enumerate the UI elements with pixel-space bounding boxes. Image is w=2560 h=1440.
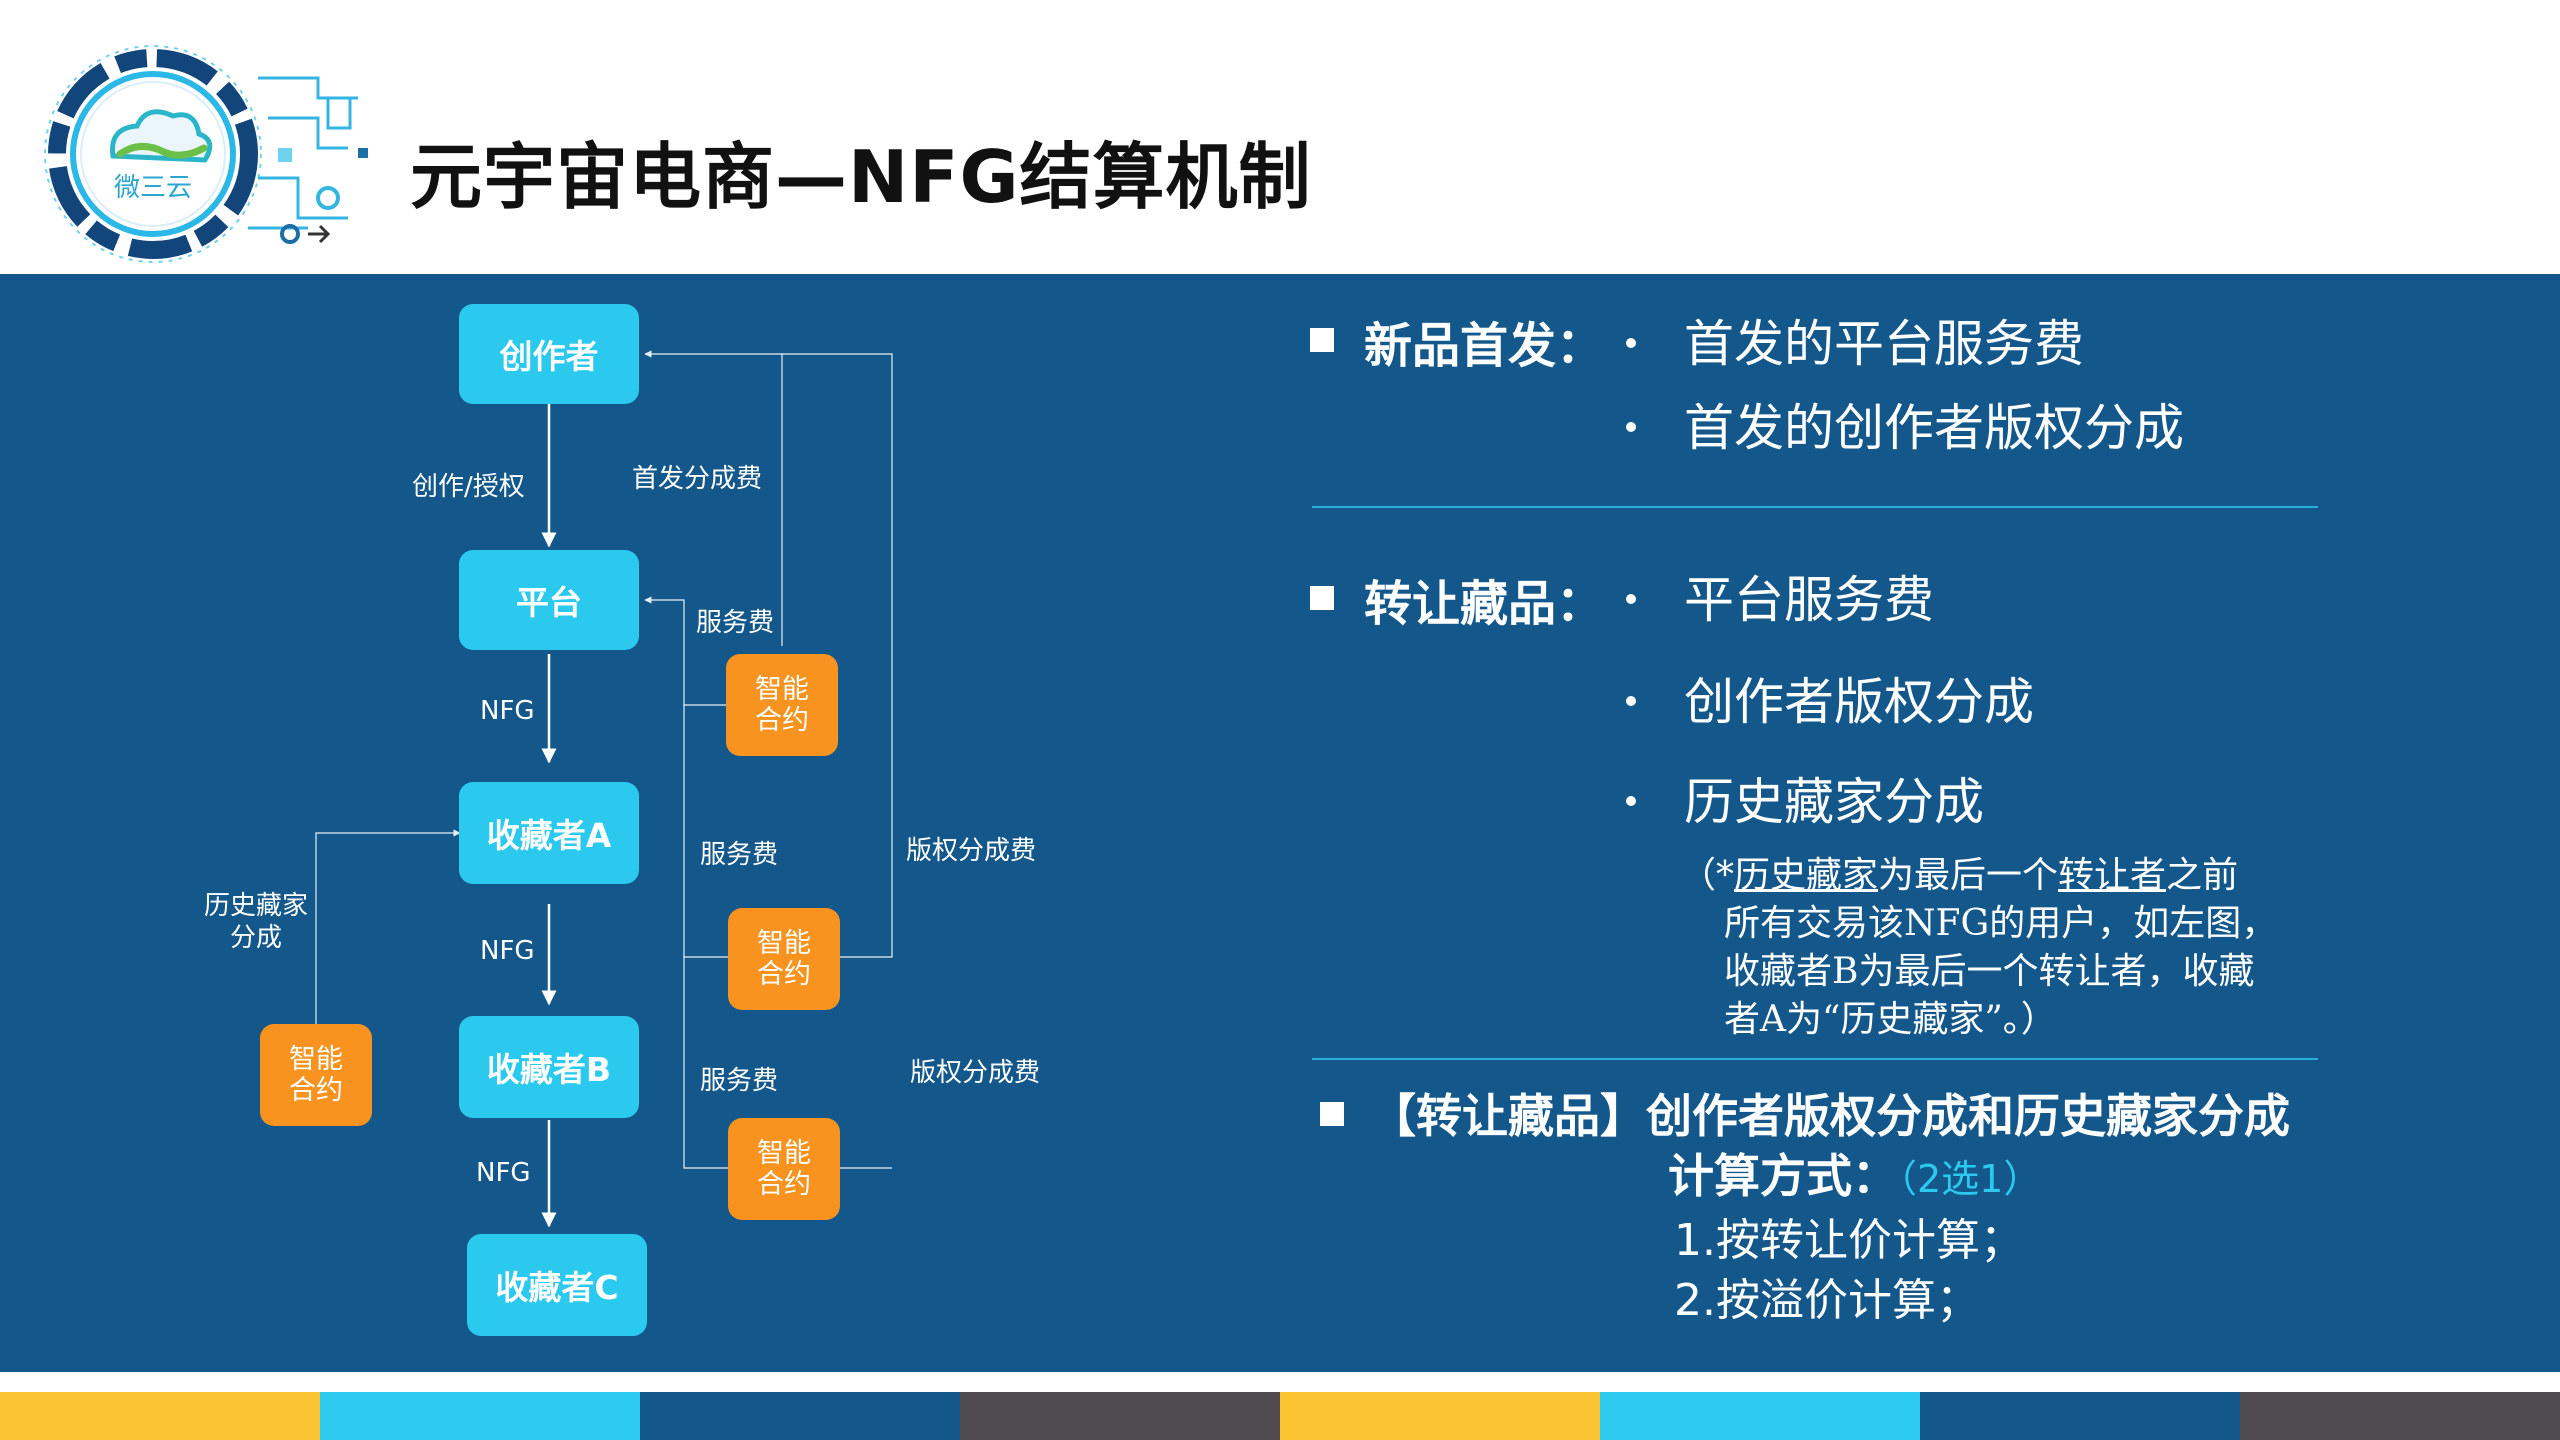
label-service-fee-2: 服务费: [700, 840, 779, 870]
main-panel: 创作者 平台 收藏者A 收藏者B 收藏者C 智能 合约 智能 合约 智能 合约 …: [0, 274, 2560, 1372]
calc-method-1: 1.按转让价计算；: [1674, 1215, 2024, 1266]
label-copyright-fee-1: 版权分成费: [906, 836, 1037, 866]
label-copyright-fee-2: 版权分成费: [910, 1058, 1041, 1088]
label-service-fee-3: 服务费: [700, 1066, 779, 1096]
smart-contract-4: 智能 合约: [260, 1024, 372, 1126]
calc-method-2: 2.按溢价计算；: [1674, 1275, 1980, 1326]
note-line-1: （*历史藏家为最后一个转让者之前: [1680, 852, 2277, 900]
settlement-flow-diagram: 创作者 平台 收藏者A 收藏者B 收藏者C 智能 合约 智能 合约 智能 合约 …: [0, 274, 1130, 1372]
section3-subheading: 计算方式：（2选1）: [1668, 1140, 2041, 1206]
section2-item-3: 历史藏家分成: [1684, 773, 1984, 831]
line-history-share: [315, 829, 461, 1026]
node-collector-b: 收藏者B: [459, 1016, 639, 1118]
footer-bar-cyan: [1600, 1392, 1920, 1440]
note-term-transferor: 转让者: [2058, 855, 2167, 896]
divider-2: [1312, 1058, 2318, 1060]
smart-contract-label-line2: 合约: [757, 959, 811, 990]
smart-contract-label-line2: 合约: [757, 1169, 811, 1200]
footer-bar-cyan: [320, 1392, 640, 1440]
bullet-square-2: [1310, 586, 1334, 610]
line-service-fee-2: [683, 705, 728, 958]
choice-hint: （2选1）: [1898, 1157, 2042, 1201]
node-platform: 平台: [459, 550, 639, 650]
section2-item-1: 平台服务费: [1684, 571, 1934, 629]
note-end: 之前: [2166, 855, 2239, 896]
bullet-square-1: [1310, 328, 1334, 352]
section1-item-1: 首发的平台服务费: [1684, 315, 2084, 373]
bullet-dot: [1626, 796, 1636, 806]
bullet-dot: [1626, 594, 1636, 604]
footer-bar-blue: [640, 1392, 960, 1440]
page-title: 元宇宙电商—NFG结算机制: [410, 135, 1312, 219]
node-collector-c: 收藏者C: [467, 1234, 647, 1336]
node-collector-a: 收藏者A: [459, 782, 639, 884]
line-service-fee-3: [683, 957, 730, 1169]
smart-contract-label-line1: 智能: [289, 1044, 343, 1075]
note-line-4: 者A为“历史藏家”。）: [1724, 999, 2057, 1040]
divider-1: [1312, 506, 2318, 508]
section1-heading: 新品首发：: [1364, 318, 1605, 374]
calc-method-label: 计算方式：: [1668, 1149, 1898, 1203]
note-line-3: 收藏者B为最后一个转让者，收藏: [1724, 951, 2255, 992]
smart-contract-label-line1: 智能: [755, 674, 809, 705]
line-service-fee: [644, 596, 728, 706]
section2-heading: 转让藏品：: [1364, 576, 1605, 632]
label-nfg-2: NFG: [480, 936, 535, 966]
note-mid: 为最后一个: [1878, 855, 2059, 896]
node-creator: 创作者: [459, 304, 639, 404]
footer-bar-blue: [1920, 1392, 2240, 1440]
label-history-share-line1: 历史藏家: [204, 891, 309, 921]
smart-contract-label-line1: 智能: [757, 1138, 811, 1169]
bullet-dot: [1626, 338, 1636, 348]
footer-bar-gray: [960, 1392, 1280, 1440]
bullet-dot: [1626, 422, 1636, 432]
label-first-share-fee: 首发分成费: [632, 464, 763, 494]
bullet-square-3: [1320, 1102, 1344, 1126]
smart-contract-3: 智能 合约: [728, 1118, 840, 1220]
smart-contract-label-line2: 合约: [755, 705, 809, 736]
label-history-share: 历史藏家 分成: [204, 890, 308, 954]
section1-item-2: 首发的创作者版权分成: [1684, 399, 2184, 457]
company-logo: 微三云: [28, 38, 398, 268]
bullet-dot: [1626, 696, 1636, 706]
history-collector-note: （*历史藏家为最后一个转让者之前 所有交易该NFG的用户，如左图， 收藏者B为最…: [1680, 852, 2277, 1044]
label-service-fee-1: 服务费: [696, 608, 775, 638]
svg-text:微三云: 微三云: [114, 173, 192, 203]
note-term-history-collector: 历史藏家: [1734, 855, 1879, 896]
footer-bar-gray: [2240, 1392, 2560, 1440]
smart-contract-1: 智能 合约: [726, 654, 838, 756]
label-create-authorize: 创作/授权: [412, 472, 525, 502]
smart-contract-label-line1: 智能: [757, 928, 811, 959]
footer-bar-yellow: [0, 1392, 320, 1440]
label-nfg-3: NFG: [476, 1158, 531, 1188]
footer-bar-yellow: [1280, 1392, 1600, 1440]
section2-item-2: 创作者版权分成: [1684, 673, 2034, 731]
label-history-share-line2: 分成: [230, 923, 283, 953]
note-open: （*: [1680, 855, 1735, 896]
smart-contract-label-line2: 合约: [289, 1075, 343, 1106]
section3-heading: 【转让藏品】创作者版权分成和历史藏家分成: [1370, 1089, 2290, 1143]
smart-contract-2: 智能 合约: [728, 908, 840, 1010]
note-line-2: 所有交易该NFG的用户，如左图，: [1724, 903, 2278, 944]
label-nfg-1: NFG: [480, 696, 535, 726]
